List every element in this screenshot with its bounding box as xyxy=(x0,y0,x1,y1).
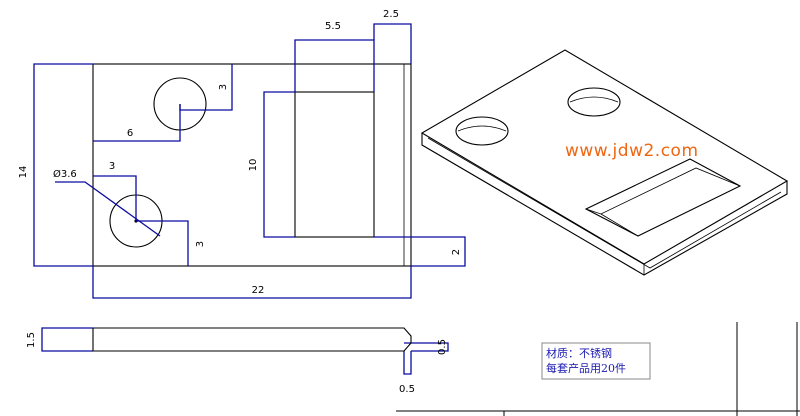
note-material: 材质：不锈钢 xyxy=(546,346,612,360)
dim-hole2-y xyxy=(136,220,189,266)
watermark-text: www.jdw2.com xyxy=(565,141,699,161)
dim-hole1-y xyxy=(179,64,233,111)
dim-text-diameter: Ø3.6 xyxy=(53,168,77,180)
dimension-lines xyxy=(33,23,466,375)
dim-text-slot-bottom: 2 xyxy=(451,249,462,255)
side-profile xyxy=(92,327,412,352)
dim-text-thickness: 1.5 xyxy=(26,332,37,348)
dim-thickness xyxy=(41,327,93,352)
dim-text-hole2-y: 3 xyxy=(195,241,206,247)
dim-hole1-x xyxy=(93,104,181,142)
iso-hole-2-inner xyxy=(569,96,619,103)
dim-text-slot-width: 5.5 xyxy=(325,21,341,32)
dim-slot-bottom xyxy=(374,236,466,267)
dim-chamfer-h xyxy=(403,351,412,375)
dim-text-hole2-x: 3 xyxy=(109,161,115,172)
plate-outline xyxy=(92,63,412,267)
iso-slot-inner xyxy=(585,167,741,215)
dim-height-14 xyxy=(33,63,93,267)
dim-slot-width xyxy=(294,39,375,92)
notes-box: 材质：不锈钢 每套产品用20件 xyxy=(541,342,651,380)
dim-chamfer-v xyxy=(404,342,449,352)
slot-rect xyxy=(294,91,375,238)
dim-text-slot-height: 10 xyxy=(248,159,259,172)
iso-hole-1 xyxy=(455,116,509,146)
dim-text-chamfer-h: 0.5 xyxy=(399,384,415,395)
iso-slot-depth xyxy=(600,213,639,237)
frame-borders xyxy=(396,322,800,416)
isometric-view xyxy=(420,49,789,276)
dim-slot-offset xyxy=(373,23,412,64)
dim-text-width: 22 xyxy=(252,285,265,296)
dim-text-hole1-x: 6 xyxy=(127,128,133,139)
dim-width-22 xyxy=(92,266,412,299)
iso-hole-1-inner xyxy=(457,125,507,132)
notes-frame xyxy=(541,342,651,380)
dim-text-slot-offset: 2.5 xyxy=(383,9,399,20)
iso-hole-2 xyxy=(567,87,621,117)
dim-text-height: 14 xyxy=(18,166,29,179)
dim-text-hole1-y: 3 xyxy=(218,84,229,90)
dim-slot-height xyxy=(263,91,295,238)
side-view xyxy=(92,327,412,352)
dim-hole2-x xyxy=(93,175,137,221)
note-quantity: 每套产品用20件 xyxy=(546,361,626,375)
dim-hole-diameter xyxy=(55,181,161,237)
iso-slot xyxy=(584,158,742,237)
dim-text-chamfer-v: 0.5 xyxy=(437,339,448,355)
iso-chamfer-edge xyxy=(427,137,782,269)
dimension-texts: 14 22 5.5 2.5 10 2 6 3 3 3 Ø3.6 1.5 0.5 … xyxy=(18,9,462,395)
